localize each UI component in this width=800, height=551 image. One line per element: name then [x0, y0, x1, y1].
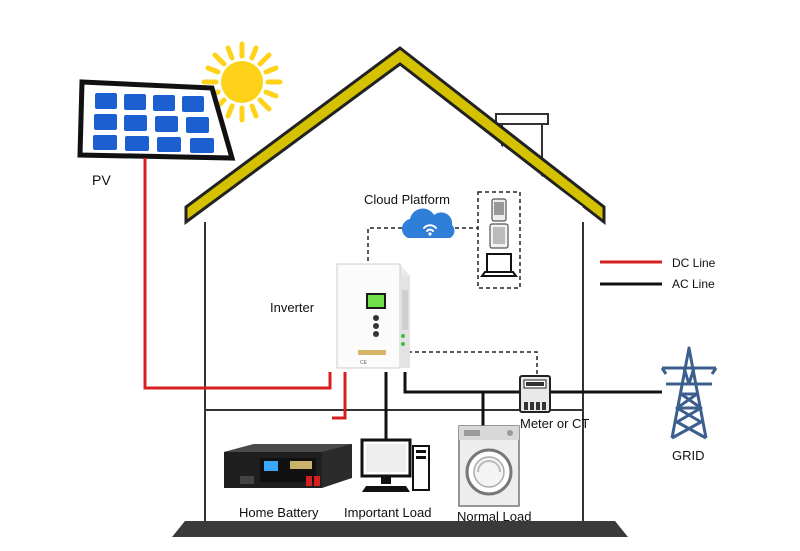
meter-icon [519, 375, 551, 413]
inverter-icon: CE [336, 263, 410, 369]
home-battery-label: Home Battery [239, 505, 319, 520]
svg-text:CE: CE [360, 360, 368, 366]
grid-label: GRID [672, 448, 705, 463]
phone-icon [491, 198, 507, 222]
cloud-icon [401, 208, 455, 238]
communication-lines [367, 191, 538, 378]
washing-machine-icon [458, 425, 520, 507]
solar-panel-icon [77, 79, 236, 161]
roof [184, 46, 606, 226]
meter-label: Meter or CT [520, 416, 589, 431]
pv-label: PV [92, 172, 111, 188]
dc-lines [143, 158, 347, 420]
pylon-icon [660, 346, 718, 440]
legend: DC Line AC Line [600, 256, 716, 291]
computer-icon [360, 438, 430, 492]
legend-dc-label: DC Line [672, 256, 716, 270]
legend-ac-label: AC Line [672, 277, 715, 291]
ac-lines [384, 372, 662, 448]
battery-icon [224, 444, 352, 488]
inverter-label: Inverter [270, 300, 315, 315]
tablet-icon [489, 223, 509, 249]
normal-load-label: Normal Load [457, 509, 531, 524]
sun-icon [201, 41, 283, 123]
ground [172, 521, 628, 537]
house [172, 46, 628, 537]
important-load-label: Important Load [344, 505, 431, 520]
laptop-icon [480, 253, 518, 277]
cloud-platform-label: Cloud Platform [364, 192, 450, 207]
